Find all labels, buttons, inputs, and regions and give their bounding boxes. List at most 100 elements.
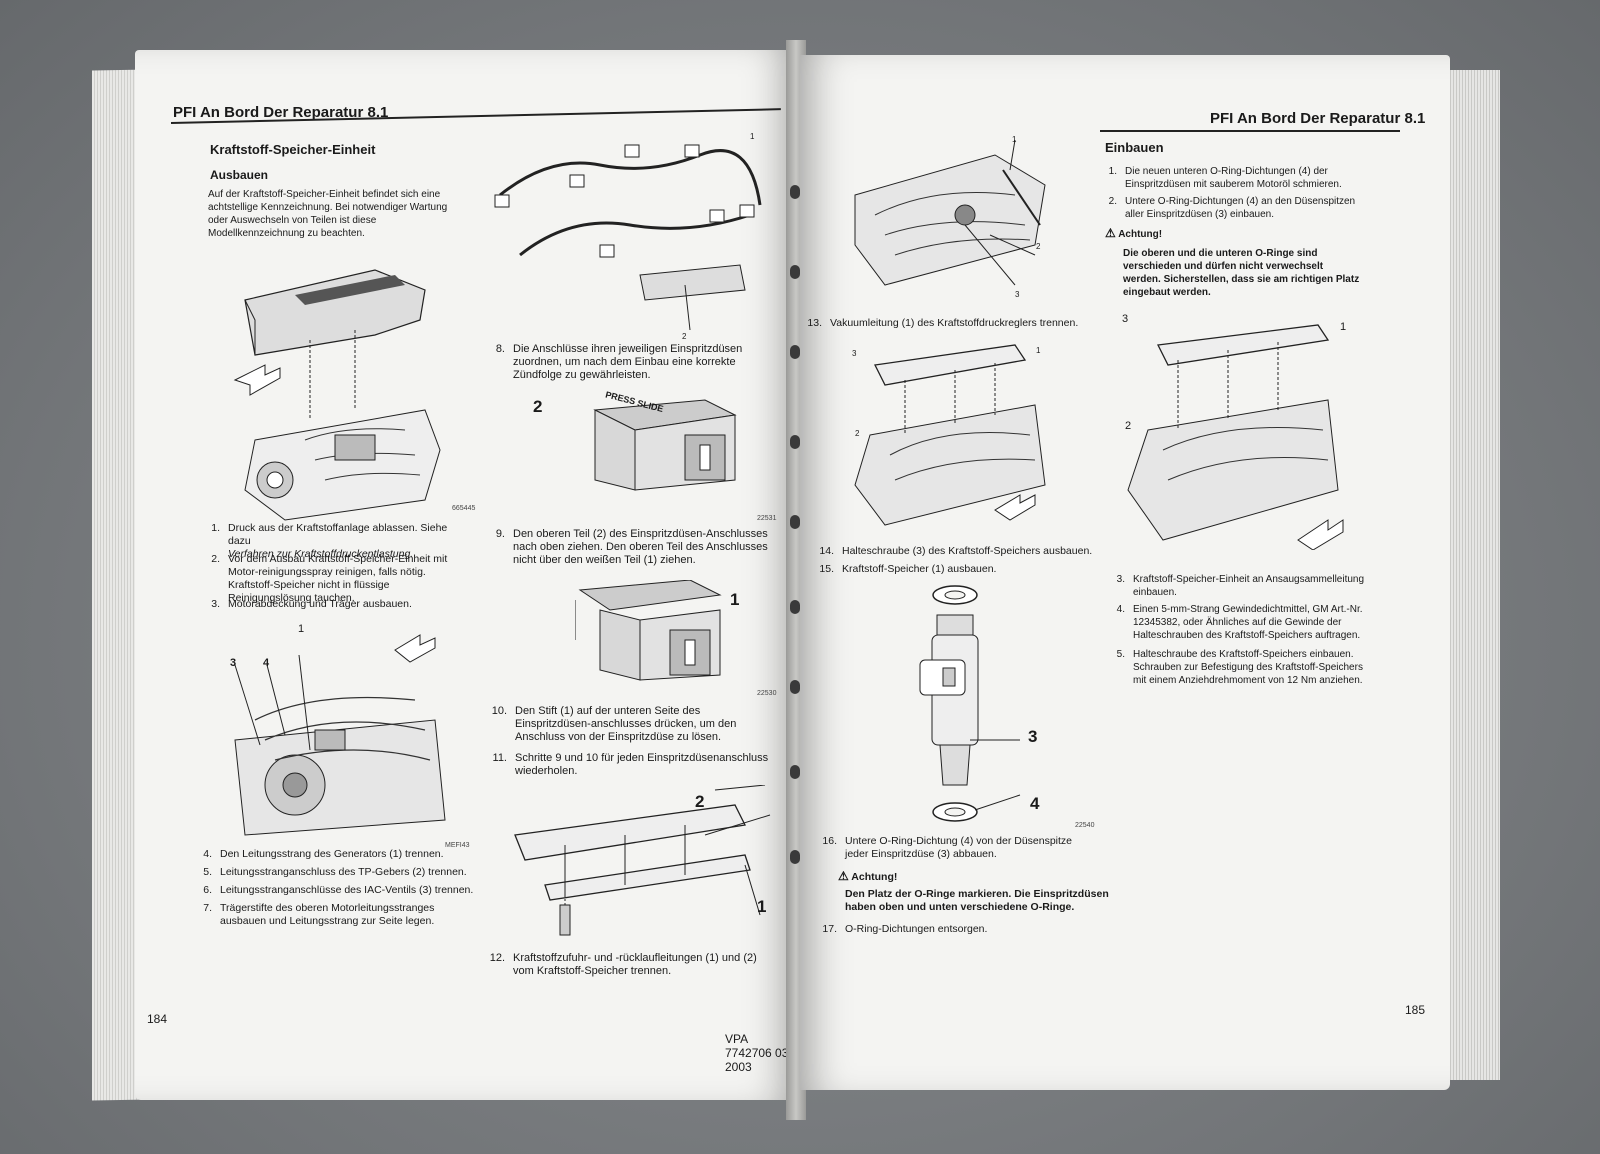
binder-hole [790,435,800,449]
step-number: 17. [822,923,837,935]
fuel-rail-callout-2: 2 [695,792,705,811]
step-number: 12. [489,952,505,964]
binder-hole [790,600,800,614]
injector-figure [915,580,1025,830]
step-text: Die Anschlüsse ihren jeweiligen Einsprit… [513,343,743,381]
fuel-rail-removal-figure [845,335,1055,535]
step-text: O-Ring-Dichtungen entsorgen. [845,923,988,935]
step-3: 3. Motorabdeckung und Träger ausbauen. [211,598,473,611]
fig1-callout-2: 2 [1036,242,1041,251]
section-title: Kraftstoff-Speicher-Einheit [210,142,376,157]
step-text: Die neuen unteren O-Ring-Dichtungen (4) … [1125,166,1342,190]
step-16: 16. Untere O-Ring-Dichtung (4) von der D… [822,835,1095,861]
step-text: Den oberen Teil (2) des Einspritzdüsen-A… [513,528,768,566]
step-number: 16. [822,835,837,847]
step-number: 7. [203,902,212,914]
warning-icon: ⚠ [1105,226,1116,240]
step-number: 9. [495,528,505,540]
fig1-callout-3: 3 [1015,290,1020,299]
binder-hole [790,765,800,779]
step-13: 13. Vakuumleitung (1) des Kraftstoffdruc… [807,317,1120,330]
binder-hole [790,345,800,359]
connector-fig1-callout-2: 2 [533,397,543,416]
step-number: 1. [1108,166,1117,177]
step-number: 3. [1116,574,1125,585]
binder-hole [790,265,800,279]
step-number: 5. [203,866,212,878]
warning-1-title: ⚠ Achtung! [838,870,897,884]
step-number: 10. [491,705,507,717]
left-page-header: PFI An Bord Der Reparatur 8.1 [173,104,389,121]
step-text: Halteschraube des Kraftstoff-Speichers e… [1133,649,1363,686]
step-1: 1. Druck aus der Kraftstoffanlage ablass… [211,522,468,561]
fig2-code: MEFI43 [445,842,470,849]
injector-callout-3: 3 [1028,727,1038,746]
step-number: 6. [203,884,212,896]
step-text: Trägerstifte des oberen Motorleitungsstr… [220,902,435,927]
intro-paragraph: Auf der Kraftstoff-Speicher-Einheit befi… [208,189,448,239]
install-title: Einbauen [1105,140,1164,155]
left-page-number: 184 [147,1012,168,1026]
connector-fig1-code: 22531 [757,515,777,522]
warning-1-text: Den Platz der O-Ringe markieren. Die Ein… [845,888,1109,913]
step-reference: Verfahren zur Kraftstoffdruckentlastung. [228,548,414,560]
fig4-callout-1: 1 [1340,321,1347,333]
binder-hole [790,185,800,199]
subsection-title-ausbauen: Ausbauen [210,168,269,182]
right-page-header: PFI An Bord Der Reparatur 8.1 [1210,110,1426,127]
step-number: 8. [495,343,505,355]
step-text: Schritte 9 und 10 für jeden Einspritzdüs… [515,752,769,777]
step-text: Den Stift (1) auf der unteren Seite des … [515,705,737,743]
install-step-1: 1. Die neuen unteren O-Ring-Dichtungen (… [1109,165,1360,191]
step-number: 11. [492,752,507,764]
install-step-3: 3. Kraftstoff-Speicher-Einheit an Ansaug… [1117,573,1368,599]
right-header-rule [1100,130,1400,132]
step-text: Leitungsstranganschluss des TP-Gebers (2… [220,866,467,878]
col2-fig1-callout-1: 1 [750,132,755,141]
connector-figure-1 [575,390,750,510]
fig2-callout-2: 2 [855,429,860,438]
step-text: Kraftstoff-Speicher (1) ausbauen. [842,563,997,575]
warning-2-title: ⚠ Achtung! [1105,227,1162,241]
step-6: 6. Leitungsstranganschlüsse des IAC-Vent… [203,884,480,897]
step-text: Kraftstoff-Speicher-Einheit an Ansaugsam… [1133,574,1365,598]
fig2-callout-4: 4 [263,657,270,669]
step-text: Leitungsstranganschlüsse des IAC-Ventils… [220,884,474,896]
step-number: 15. [819,563,834,575]
step-text: Vor dem Ausbau Kraftstoff-Speicher-Einhe… [228,553,448,604]
warning-icon: ⚠ [838,869,849,883]
injector-harness-figure [490,125,770,335]
step-17: 17. O-Ring-Dichtungen entsorgen. [822,923,1095,936]
fuel-rail-figure [505,785,775,955]
col2-fig1-callout-2: 2 [682,332,687,341]
fig4-callout-3: 3 [1122,313,1129,325]
fuel-rail-callout-1: 1 [757,897,767,916]
engine-cover-figure [225,260,465,530]
warning-2-text: Die oberen und die unteren O-Ringe sind … [1123,248,1360,298]
step-14: 14. Halteschraube (3) des Kraftstoff-Spe… [819,545,1132,558]
step-text: Untere O-Ring-Dichtung (4) von der Düsen… [845,835,1073,860]
fuel-rail-install-figure [1118,310,1348,550]
fig2-callout-1: 1 [1036,346,1041,355]
binder-hole [790,850,800,864]
step-number: 13. [807,317,822,329]
step-number: 4. [203,848,212,860]
connector-fig2-code: 22530 [757,690,777,697]
step-number: 14. [819,545,834,557]
fig2-callout-1: 1 [298,623,305,635]
injector-fig-code: 22540 [1075,822,1095,829]
fig1-code: 665445 [452,505,476,512]
right-page-number: 185 [1405,1003,1426,1017]
generator-harness-figure [215,620,465,845]
step-number: 5. [1116,649,1125,660]
warning-title: Achtung! [1118,229,1163,240]
step-text: Halteschraube (3) des Kraftstoff-Speiche… [842,545,1093,557]
step-number: 2. [211,553,220,565]
step-12: 12. Kraftstoffzufuhr- und -rücklaufleitu… [490,952,773,978]
step-5: 5. Leitungsstranganschluss des TP-Gebers… [203,866,480,879]
step-number: 1. [211,522,220,534]
left-page: PFI An Bord Der Reparatur 8.1 Kraftstoff… [135,50,795,1100]
injector-callout-4: 4 [1030,794,1040,813]
step-text: Einen 5-mm-Strang Gewindedichtmittel, GM… [1133,604,1363,641]
fig4-callout-2: 2 [1125,420,1132,432]
